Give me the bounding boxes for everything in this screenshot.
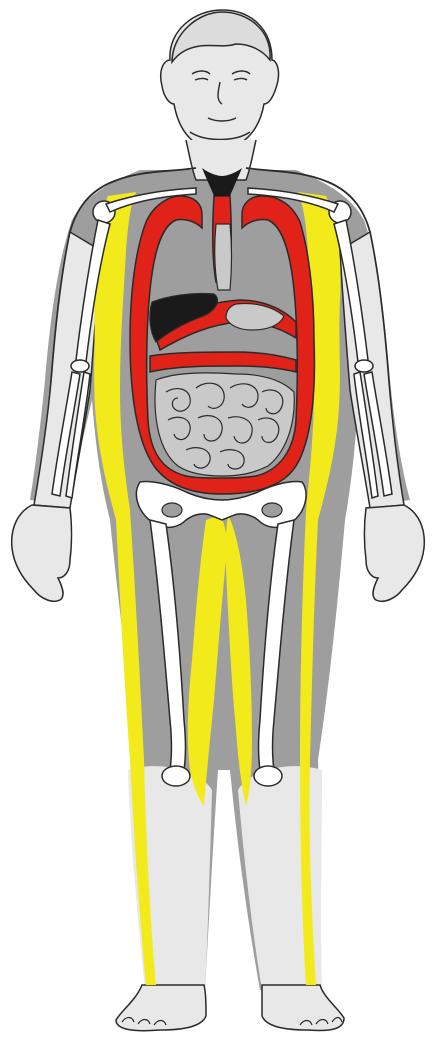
esophagus: [215, 224, 232, 290]
intestines: [155, 373, 294, 476]
left-foot: [116, 985, 206, 1031]
pelvic-foramen-right: [262, 503, 282, 517]
right-hand: [365, 505, 425, 601]
knee-left: [162, 766, 190, 786]
knee-right: [254, 766, 282, 786]
pelvic-foramen-left: [162, 503, 182, 517]
elbow-right: [355, 360, 373, 372]
right-foot: [262, 985, 344, 1031]
left-hand: [12, 505, 72, 601]
neck: [186, 140, 256, 180]
elbow-left: [71, 360, 89, 372]
